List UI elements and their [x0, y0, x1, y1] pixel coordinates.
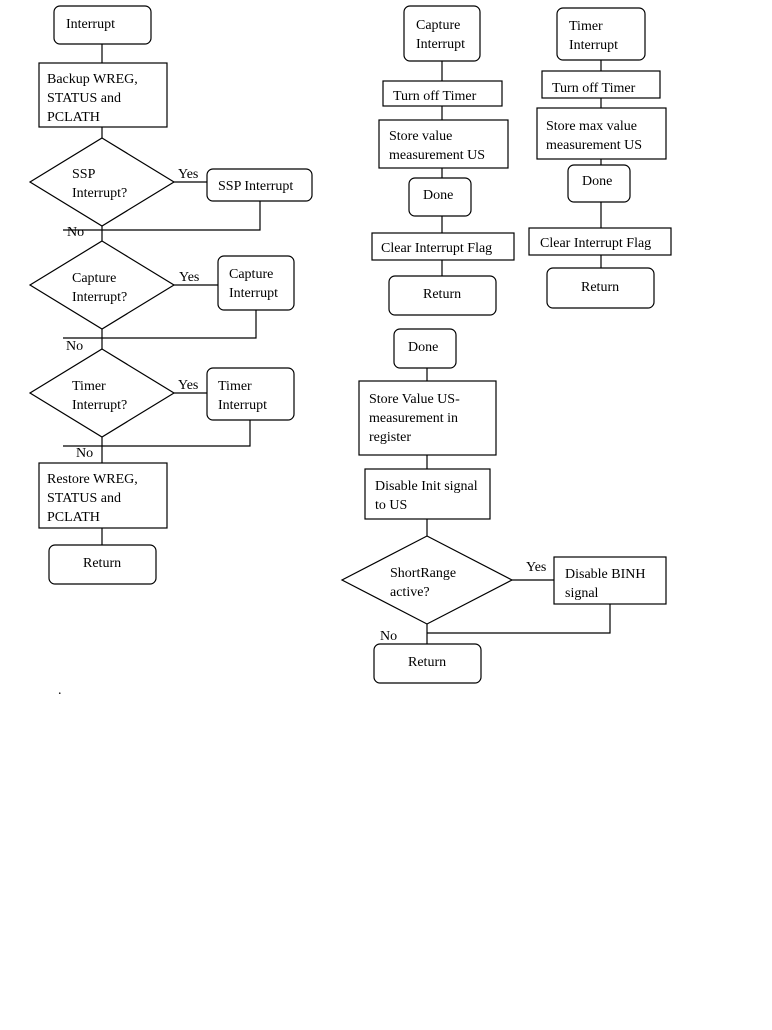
capture-clear-flag-box — [371, 232, 515, 261]
timer-clear-flag-box — [528, 227, 672, 256]
capture-decision-label-line: Interrupt? — [72, 290, 127, 305]
timer-store-max-box — [536, 107, 667, 160]
timer-start-label-line: Timer — [569, 19, 603, 34]
capture-box-label-line: Capture — [229, 267, 273, 282]
timer-flow-start — [556, 7, 646, 61]
main-return-label-line: Return — [83, 556, 121, 571]
store-register-label-line: register — [369, 430, 411, 445]
timer-decision-label-line: Interrupt? — [72, 398, 127, 413]
capture-return-label-line: Return — [423, 287, 461, 302]
capture-store-label-line: measurement US — [389, 148, 485, 163]
ssp-interrupt-box — [206, 168, 313, 202]
timer-start-label-line: Interrupt — [569, 38, 618, 53]
capture-store-label-line: Store value — [389, 129, 452, 144]
short-range-label-line: ShortRange — [390, 566, 456, 581]
restore-label-line: PCLATH — [47, 510, 100, 525]
capture-start-label-line: Capture — [416, 18, 460, 33]
disable-init-label-line: Disable Init signal — [375, 479, 478, 494]
capture-decision-label-line: Capture — [72, 271, 116, 286]
connector-line — [427, 604, 611, 634]
capture-return-box — [388, 275, 497, 316]
connector-line — [63, 420, 251, 447]
done-return-label-line: Return — [408, 655, 446, 670]
timer-box-label-line: Interrupt — [218, 398, 267, 413]
ssp-decision-label-line: Interrupt? — [72, 186, 127, 201]
short-range-label-line: active? — [390, 585, 430, 600]
capture-interrupt-box — [217, 255, 295, 311]
interrupt-label-line: Interrupt — [66, 17, 115, 32]
ssp-interrupt-decision — [28, 137, 176, 227]
timer-yes-label: Yes — [178, 378, 198, 393]
short-range-yes-label: Yes — [526, 560, 546, 575]
restore-label-line: STATUS and — [47, 491, 121, 506]
capture-clear-label-line: Clear Interrupt Flag — [381, 241, 492, 256]
done-flow-return-box — [373, 643, 482, 684]
timer-return-box — [546, 267, 655, 309]
backup-label-line: PCLATH — [47, 110, 100, 125]
disable-init-label-line: to US — [375, 498, 407, 513]
ssp-box-label-line: SSP Interrupt — [218, 179, 293, 194]
timer-done-box — [567, 164, 631, 203]
backup-label-line: Backup WREG, — [47, 72, 138, 87]
timer-turn-off-timer-box — [541, 70, 661, 99]
ssp-yes-label: Yes — [178, 167, 198, 182]
connector-line — [63, 198, 261, 231]
timer-interrupt-decision — [28, 348, 176, 438]
timer-clear-label-line: Clear Interrupt Flag — [540, 236, 651, 251]
connector-line — [63, 310, 257, 339]
capture-store-value-box — [378, 119, 509, 169]
store-register-label-line: measurement in — [369, 411, 458, 426]
timer-decision-label-line: Timer — [72, 379, 106, 394]
capture-start-label-line: Interrupt — [416, 37, 465, 52]
short-range-no-label: No — [380, 629, 397, 644]
timer-box-label-line: Timer — [218, 379, 252, 394]
backup-registers-box — [38, 62, 168, 128]
disable-binh-label-line: signal — [565, 586, 599, 601]
timer-return-label-line: Return — [581, 280, 619, 295]
interrupt-start — [53, 5, 152, 45]
timer-interrupt-box — [206, 367, 295, 421]
capture-box-label-line: Interrupt — [229, 286, 278, 301]
timer-no-label: No — [76, 446, 93, 461]
disable-binh-label-line: Disable BINH — [565, 567, 646, 582]
capture-interrupt-decision — [28, 240, 176, 330]
capture-turn-off-timer-box — [382, 80, 503, 107]
store-value-register-box — [358, 380, 497, 456]
timer-store-label-line: measurement US — [546, 138, 642, 153]
ssp-decision-label-line: SSP — [72, 167, 96, 182]
main-return-box — [48, 544, 157, 585]
capture-yes-label: Yes — [179, 270, 199, 285]
timer-done-label-line: Done — [582, 174, 612, 189]
done-start-label-line: Done — [408, 340, 438, 355]
capture-done-box — [408, 177, 472, 217]
backup-label-line: STATUS and — [47, 91, 121, 106]
restore-label-line: Restore WREG, — [47, 472, 138, 487]
store-register-label-line: Store Value US- — [369, 392, 460, 407]
done-flow-start — [393, 328, 457, 369]
capture-done-label-line: Done — [423, 188, 453, 203]
timer-store-label-line: Store max value — [546, 119, 637, 134]
capture-flow-start — [403, 5, 481, 62]
short-range-decision — [340, 535, 514, 625]
capture-turn-off-label-line: Turn off Timer — [393, 89, 477, 104]
stray-dot: . — [58, 683, 62, 698]
capture-no-label: No — [66, 339, 83, 354]
disable-binh-box — [553, 556, 667, 605]
timer-turn-off-label-line: Turn off Timer — [552, 81, 636, 96]
disable-init-signal-box — [364, 468, 491, 520]
ssp-no-label: No — [67, 225, 84, 240]
restore-registers-box — [38, 462, 168, 529]
